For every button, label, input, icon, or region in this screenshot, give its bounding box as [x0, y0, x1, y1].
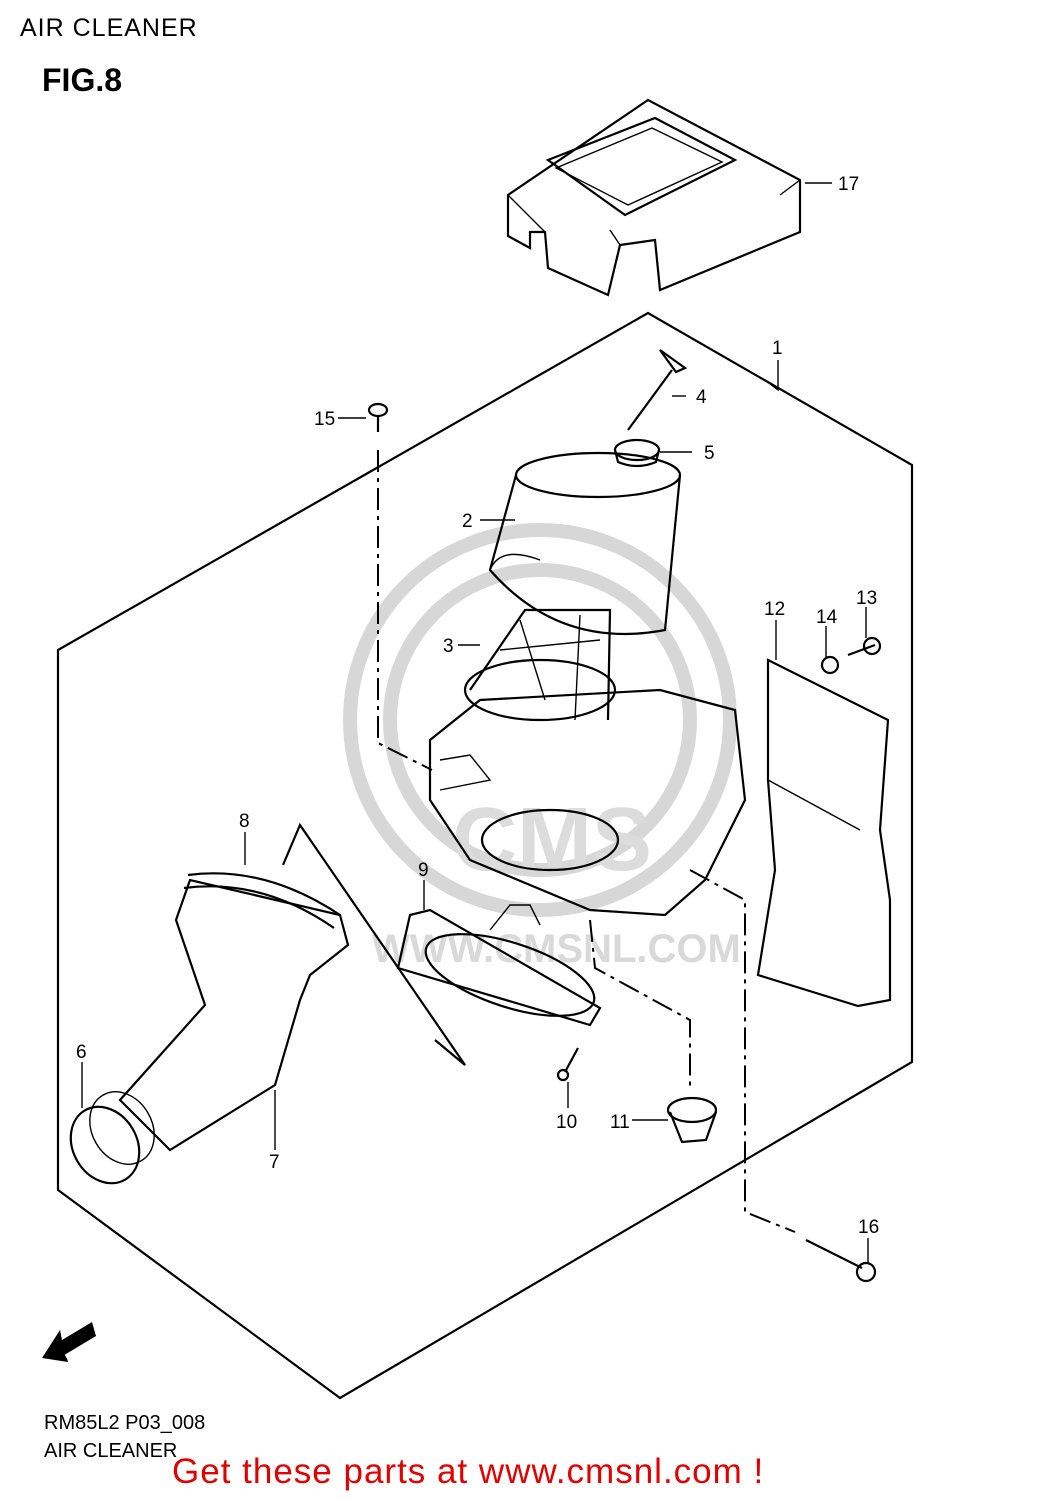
callout-1: 1	[772, 338, 783, 359]
promo-link-text[interactable]: Get these parts at www.cmsnl.com !	[172, 1452, 765, 1491]
part-10-screw	[556, 1047, 579, 1082]
part-2-filter-element	[488, 451, 682, 636]
part-16-bolt	[805, 1239, 877, 1283]
callout-6: 6	[76, 1042, 87, 1063]
part-5-seal	[613, 438, 661, 468]
figure-number: FIG.8	[42, 62, 123, 98]
part-11-grommet	[666, 1096, 718, 1144]
callout-14: 14	[816, 607, 838, 628]
part-4-wing-bolt	[627, 349, 688, 431]
callout-8: 8	[239, 811, 250, 832]
callout-7: 7	[269, 1152, 280, 1173]
callout-12: 12	[764, 599, 785, 620]
part-13-bolt	[847, 636, 882, 657]
callout-13: 13	[856, 588, 877, 609]
assembly-box-outline	[56, 311, 914, 1400]
part-15-screw	[367, 402, 389, 432]
part-8-clamp	[183, 872, 341, 929]
callout-labels: 1 2 3 4 5 6 7 8 9 10 11 12 13 14 15 16 1…	[76, 174, 879, 1238]
callout-2: 2	[462, 511, 473, 532]
callout-16: 16	[858, 1217, 879, 1238]
callout-17: 17	[838, 174, 859, 195]
part-9-flange	[396, 904, 602, 1027]
leader-lines	[81, 182, 869, 1262]
diagram-code: RM85L2 P03_008	[44, 1412, 206, 1434]
callout-5: 5	[704, 443, 715, 464]
part-3-filter-cage	[463, 608, 617, 722]
part-12-plate	[756, 658, 892, 1008]
callout-3: 3	[443, 636, 454, 657]
fwd-arrow-icon: FWD	[42, 1322, 96, 1362]
part-7-intake-tube	[118, 878, 350, 1152]
watermark-url: WWW.CMSNL.COM	[372, 927, 741, 971]
diagram-name: AIR CLEANER	[44, 1440, 178, 1462]
air-box-housing	[428, 688, 747, 917]
intake-guide-lines	[281, 822, 466, 1066]
callout-10: 10	[556, 1112, 577, 1133]
callout-9: 9	[418, 860, 429, 881]
part-14-nut	[820, 655, 840, 675]
callout-15: 15	[314, 409, 335, 430]
callout-11: 11	[610, 1112, 630, 1133]
callout-4: 4	[696, 387, 707, 408]
part-17-cover	[506, 98, 802, 297]
part-6-clamp	[69, 1091, 155, 1185]
assembly-guide-lines	[377, 450, 796, 1233]
diagram-title: AIR CLEANER	[20, 14, 198, 42]
watermark: CMS WWW.CMSNL.COM	[343, 523, 741, 971]
